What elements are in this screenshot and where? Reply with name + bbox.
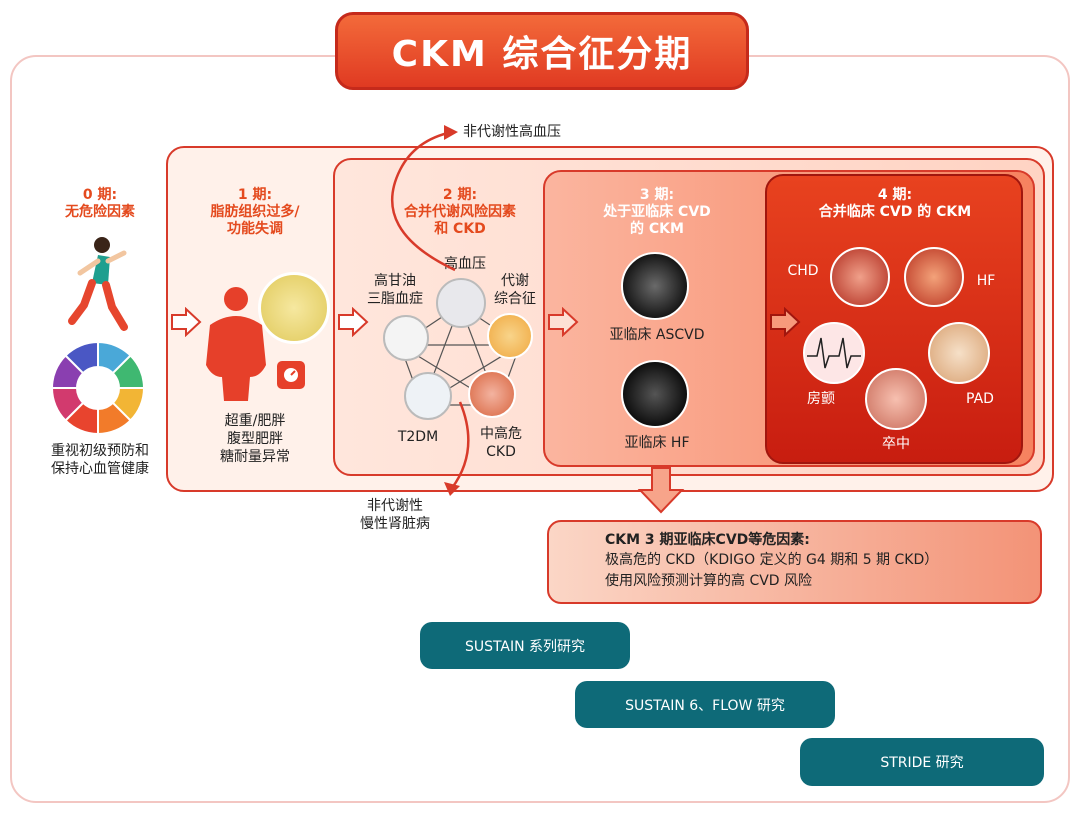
prevention-wheel-icon (50, 340, 146, 436)
echo-image (621, 360, 689, 428)
stage3-label: 3 期: 处于亚临床 CVD 的 CKM (582, 187, 732, 238)
stage4-sub: 合并临床 CVD 的 CKM (818, 204, 972, 220)
page-title: CKM 综合征分期 (391, 34, 693, 75)
metsyn-label: 代谢 综合征 (485, 272, 545, 308)
brain-image (865, 368, 927, 430)
chd-label: CHD (787, 263, 819, 279)
metsyn-label-line1: 代谢 (501, 273, 529, 289)
risk-equivalents-box: CKM 3 期亚临床CVD等危因素: 极高危的 CKD（KDIGO 定义的 G4… (547, 520, 1042, 604)
stage2-sub-line1: 合并代谢风险因素 (404, 204, 516, 220)
arrow-right-icon (171, 307, 202, 337)
study-sustain6-flow: SUSTAIN 6、FLOW 研究 (575, 681, 835, 728)
stage1-heading: 1 期: (237, 187, 273, 203)
hf-label: HF (976, 273, 996, 289)
stage0-sub: 无危险因素 (65, 204, 135, 220)
ckd-label: 中高危 CKD (466, 425, 536, 461)
stage1-sub-line1: 脂肪组织过多/ (210, 204, 300, 220)
ecg-trace-icon (807, 337, 861, 369)
hypertension-label: 高血压 (444, 256, 486, 272)
stage2-label: 2 期: 合并代谢风险因素 和 CKD (385, 187, 535, 238)
arrow-right-icon (338, 307, 369, 337)
stage3-sub-line1: 处于亚临床 CVD (603, 204, 711, 220)
scale-icon (277, 361, 305, 389)
stage1-caption-line2: 腹型肥胖 (227, 431, 283, 447)
subclinical-ascvd-label: 亚临床 ASCVD (609, 327, 705, 343)
ecg-image (803, 322, 865, 384)
af-label: 房颤 (807, 391, 835, 407)
glucose-meter-image (404, 372, 452, 420)
stage1-sub-line2: 功能失调 (227, 221, 283, 237)
stage1-caption-line3: 糖耐量异常 (220, 449, 290, 465)
stage0-caption-line2: 保持心血管健康 (51, 461, 149, 477)
tg-label: 高甘油 三脂血症 (355, 272, 435, 308)
ckd-label-line1: 中高危 (480, 426, 522, 442)
study-stride: STRIDE 研究 (800, 738, 1044, 786)
metabolic-image (487, 313, 533, 359)
nonmetabolic-ckd-line1: 非代谢性 (367, 498, 423, 514)
ct-scan-image (621, 252, 689, 320)
risk-box-title: CKM 3 期亚临床CVD等危因素: (605, 532, 810, 548)
subclinical-hf-label: 亚临床 HF (624, 435, 690, 451)
study-sustain-series: SUSTAIN 系列研究 (420, 622, 630, 669)
stage3-sub-line2: 的 CKM (630, 221, 684, 237)
pad-label: PAD (966, 391, 994, 407)
stage0-heading: 0 期: (82, 187, 118, 203)
stage4-label: 4 期: 合并临床 CVD 的 CKM (790, 187, 1000, 221)
ckd-label-line2: CKD (486, 444, 516, 460)
tg-label-line2: 三脂血症 (367, 291, 423, 307)
stage0-caption-line1: 重视初级预防和 (51, 443, 149, 459)
obese-person-icon (206, 287, 266, 401)
arrow-right-icon (548, 307, 579, 337)
fat-cells-image (258, 272, 330, 344)
stage2-sub-line2: 和 CKD (434, 221, 486, 237)
tg-label-line1: 高甘油 (374, 273, 416, 289)
hf-heart-image (904, 247, 964, 307)
chd-heart-image (830, 247, 890, 307)
arrow-right-icon (770, 307, 801, 337)
runner-icon (68, 237, 128, 331)
stage1-caption-line1: 超重/肥胖 (224, 413, 286, 429)
risk-box-line2: 使用风险预测计算的高 CVD 风险 (605, 573, 813, 589)
stage2-heading: 2 期: (442, 187, 478, 203)
lipid-image (383, 315, 429, 361)
stage0-label: 0 期: 无危险因素 (40, 187, 160, 221)
t2dm-label: T2DM (397, 429, 439, 445)
pad-image (928, 322, 990, 384)
bp-monitor-image (436, 278, 486, 328)
stage1-caption: 超重/肥胖 腹型肥胖 糖耐量异常 (185, 412, 325, 466)
stage3-heading: 3 期: (639, 187, 675, 203)
metsyn-label-line2: 综合征 (494, 291, 536, 307)
curved-arrow-down-icon (444, 401, 470, 496)
title-banner: CKM 综合征分期 (335, 12, 749, 90)
stage1-label: 1 期: 脂肪组织过多/ 功能失调 (185, 187, 325, 238)
nonmetabolic-ckd-label: 非代谢性 慢性肾脏病 (335, 497, 455, 533)
risk-box-line1: 极高危的 CKD（KDIGO 定义的 G4 期和 5 期 CKD） (605, 552, 939, 568)
stage4-heading: 4 期: (877, 187, 913, 203)
curved-arrow-up-icon (391, 125, 458, 272)
nonmetabolic-htn-label: 非代谢性高血压 (463, 124, 561, 140)
stage0-caption: 重视初级预防和 保持心血管健康 (30, 442, 170, 478)
stroke-label: 卒中 (882, 436, 910, 452)
nonmetabolic-ckd-line2: 慢性肾脏病 (360, 516, 430, 532)
kidney-image (468, 370, 516, 418)
arrow-down-icon (637, 467, 685, 514)
